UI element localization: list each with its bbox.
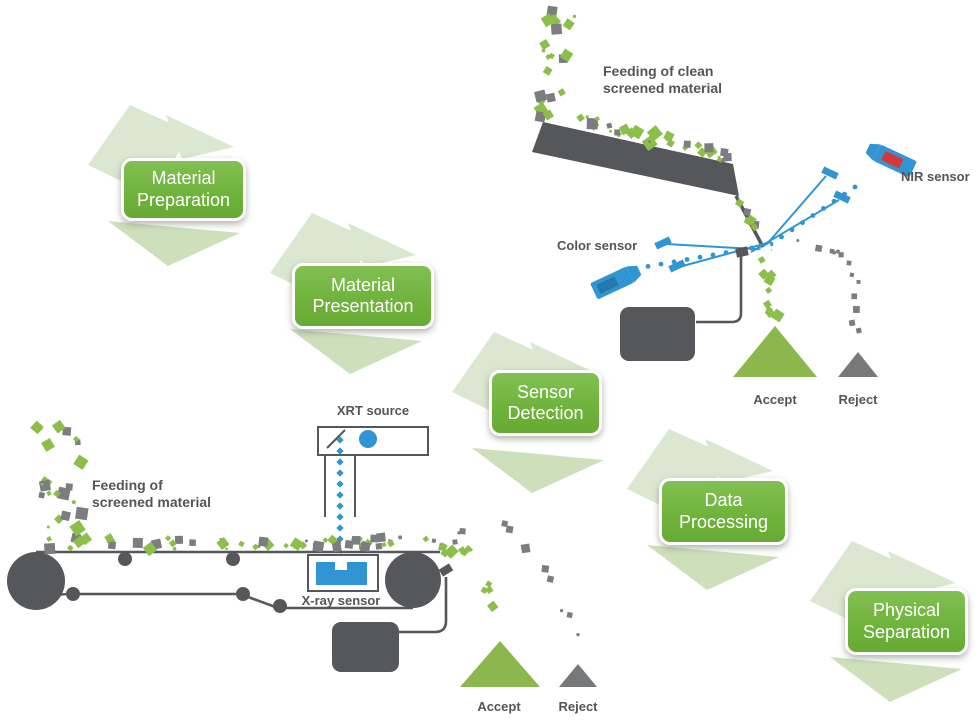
- belt-pulley-right: [385, 552, 441, 608]
- xrt-source: [317, 426, 429, 517]
- stage-button-physical-separation[interactable]: Physical Separation: [845, 588, 968, 655]
- chute-feed-label: Feeding of clean screened material: [603, 63, 723, 96]
- chute-reject-label: Reject: [838, 392, 878, 407]
- xray-sensor-label: X-ray sensor: [301, 593, 381, 608]
- chute-control-box: [620, 307, 695, 361]
- belt-particles: [30, 419, 580, 637]
- sensor-beams: [619, 166, 858, 274]
- belt-control-box: [332, 622, 399, 672]
- belt-valve-wire: [399, 577, 448, 634]
- belt-reject-label: Reject: [558, 699, 598, 714]
- chute-diagram: [532, 5, 917, 377]
- air-jet-nozzle-belt: [438, 551, 474, 577]
- flow-arrow: [627, 429, 779, 590]
- stage-button-data-processing[interactable]: Data Processing: [659, 478, 788, 545]
- belt-reject-pile: [559, 664, 597, 687]
- chute-accept-pile: [733, 326, 817, 377]
- chute-valve-wire: [696, 256, 743, 324]
- color-sensor-label: Color sensor: [557, 238, 638, 253]
- feed-chute-slab: [532, 122, 739, 196]
- belt-feed-label: Feeding of screened material: [92, 477, 212, 510]
- belt-pulley-left: [7, 552, 65, 610]
- xray-sensor: [307, 554, 379, 592]
- flow-arrows: [88, 105, 962, 702]
- belt-accept-label: Accept: [477, 699, 521, 714]
- color-camera-icon: [590, 265, 642, 299]
- flow-arrow: [88, 105, 240, 266]
- stage-button-sensor-detection[interactable]: Sensor Detection: [489, 370, 602, 436]
- conveyor-belt: [7, 550, 441, 613]
- belt-diagram: [7, 419, 597, 687]
- chute-particles: [533, 5, 862, 334]
- air-jet-nozzle-chute: [735, 243, 772, 262]
- chute-accept-label: Accept: [753, 392, 797, 407]
- nir-camera-icon: [865, 143, 917, 177]
- nir-sensor-label: NIR sensor: [901, 169, 970, 184]
- stage-button-material-preparation[interactable]: Material Preparation: [121, 158, 246, 221]
- xrt-source-label: XRT source: [336, 403, 410, 418]
- stage-button-material-presentation[interactable]: Material Presentation: [292, 263, 434, 329]
- belt-accept-pile: [460, 641, 540, 687]
- flow-arrow: [810, 541, 962, 702]
- chute-reject-pile: [838, 352, 878, 377]
